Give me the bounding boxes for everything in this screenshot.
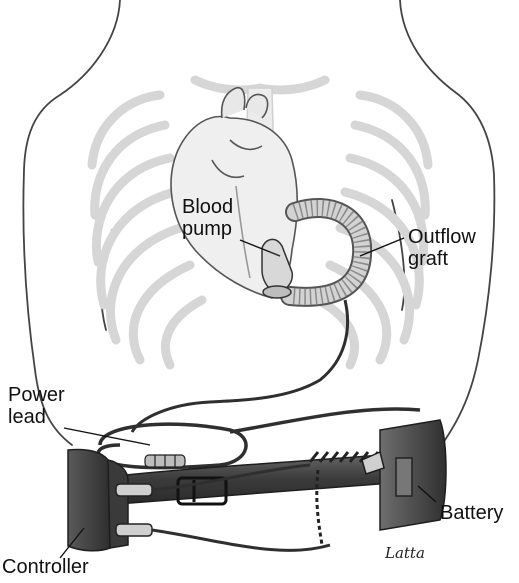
outflow-graft	[290, 208, 362, 297]
driveline	[132, 300, 348, 432]
label-power-lead: Power lead	[8, 384, 65, 428]
label-outflow-graft: Outflow graft	[408, 226, 476, 270]
artist-signature: Latta	[385, 544, 425, 562]
label-battery: Battery	[440, 502, 503, 524]
label-blood-pump: Blood pump	[182, 196, 233, 240]
label-controller: Controller	[2, 556, 89, 578]
lead-connector	[145, 455, 185, 467]
